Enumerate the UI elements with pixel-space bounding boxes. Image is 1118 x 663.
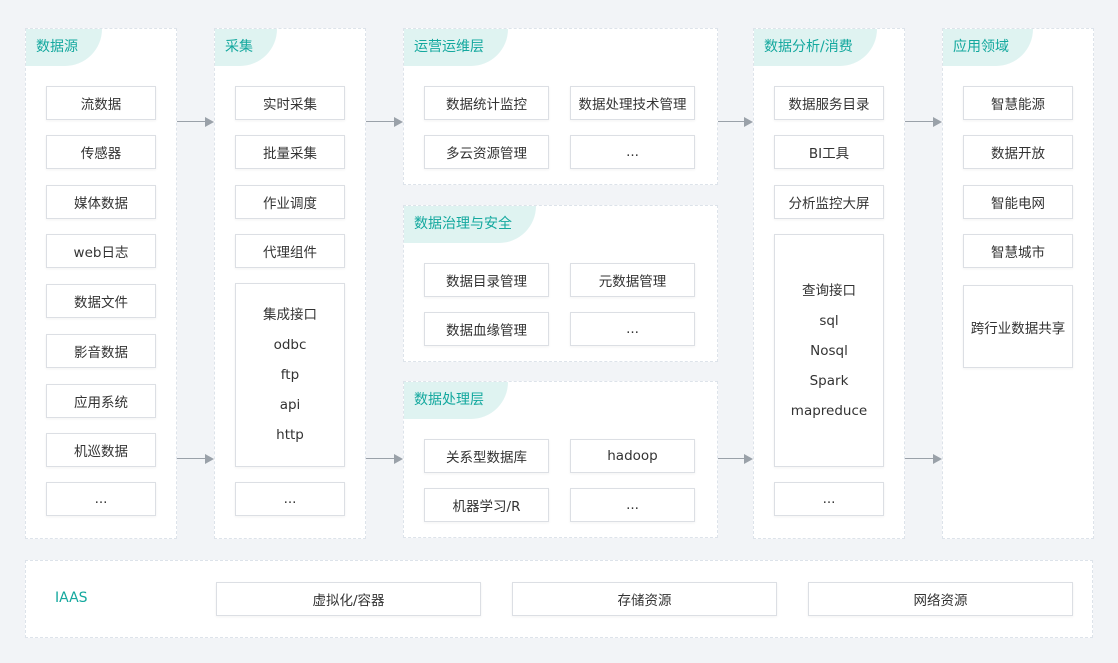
analysis-item-dashboard: 分析监控大屏 (774, 185, 884, 219)
source-item-sensor: 传感器 (46, 135, 156, 169)
collect-item-more: ... (235, 482, 345, 516)
iaas-item-storage: 存储资源 (512, 582, 777, 616)
source-item-weblog: web日志 (46, 234, 156, 268)
interface-odbc: odbc (273, 337, 307, 353)
app-item-smart-city: 智慧城市 (963, 234, 1073, 268)
proc-item-hadoop: hadoop (570, 439, 695, 473)
collect-item-batch: 批量采集 (235, 135, 345, 169)
analysis-item-bi: BI工具 (774, 135, 884, 169)
integration-interface-label: 集成接口 (263, 307, 317, 323)
ops-item-multicloud: 多云资源管理 (424, 135, 549, 169)
collect-item-realtime: 实时采集 (235, 86, 345, 120)
arrow-collect-ops (366, 117, 403, 127)
app-item-smart-grid: 智能电网 (963, 185, 1073, 219)
query-spark: Spark (809, 372, 849, 389)
analysis-title: 数据分析/消费 (754, 29, 877, 66)
collect-title: 采集 (215, 29, 277, 66)
source-item-app: 应用系统 (46, 384, 156, 418)
iaas-item-network: 网络资源 (808, 582, 1073, 616)
arrow-analysis-apps-top (905, 117, 942, 127)
gov-item-metadata: 元数据管理 (570, 263, 695, 297)
interface-ftp: ftp (280, 367, 300, 383)
governance-title: 数据治理与安全 (404, 206, 536, 243)
ops-item-more: ... (570, 135, 695, 169)
ops-title: 运营运维层 (404, 29, 508, 66)
app-item-cross-industry: 跨行业数据共享 (963, 285, 1073, 368)
source-item-files: 数据文件 (46, 284, 156, 318)
query-nosql: Nosql (810, 342, 848, 359)
collect-item-agent: 代理组件 (235, 234, 345, 268)
query-mapreduce: mapreduce (790, 402, 868, 419)
arrow-collect-processing (366, 454, 403, 464)
query-interface-label: 查询接口 (802, 282, 856, 299)
app-item-energy: 智慧能源 (963, 86, 1073, 120)
integration-interface-box: 集成接口 odbc ftp api http (235, 283, 345, 467)
gov-item-catalog: 数据目录管理 (424, 263, 549, 297)
arrow-processing-analysis (718, 454, 753, 464)
source-item-stream: 流数据 (46, 86, 156, 120)
arrow-ops-analysis (718, 117, 753, 127)
interface-api: api (279, 397, 301, 413)
iaas-item-virtualization: 虚拟化/容器 (216, 582, 481, 616)
gov-item-more: ... (570, 312, 695, 346)
source-item-av: 影音数据 (46, 334, 156, 368)
proc-item-more: ... (570, 488, 695, 522)
iaas-label: IAAS (55, 590, 88, 606)
source-item-media: 媒体数据 (46, 185, 156, 219)
proc-item-ml: 机器学习/R (424, 488, 549, 522)
interface-http: http (276, 427, 304, 443)
ops-item-stat-monitor: 数据统计监控 (424, 86, 549, 120)
apps-title: 应用领域 (943, 29, 1033, 66)
arrow-analysis-apps-bottom (905, 454, 942, 464)
gov-item-lineage: 数据血缘管理 (424, 312, 549, 346)
collect-item-scheduling: 作业调度 (235, 185, 345, 219)
query-interface-box: 查询接口 sql Nosql Spark mapreduce (774, 234, 884, 467)
proc-item-rdb: 关系型数据库 (424, 439, 549, 473)
ops-item-tech-mgmt: 数据处理技术管理 (570, 86, 695, 120)
data-source-title: 数据源 (26, 29, 102, 66)
app-item-open-data: 数据开放 (963, 135, 1073, 169)
source-item-more: ... (46, 482, 156, 516)
processing-title: 数据处理层 (404, 382, 508, 419)
query-sql: sql (819, 312, 839, 329)
arrow-source-collect-bottom (177, 454, 214, 464)
arrow-source-collect-top (177, 117, 214, 127)
source-item-patrol: 机巡数据 (46, 433, 156, 467)
analysis-item-service-catalog: 数据服务目录 (774, 86, 884, 120)
analysis-item-more: ... (774, 482, 884, 516)
